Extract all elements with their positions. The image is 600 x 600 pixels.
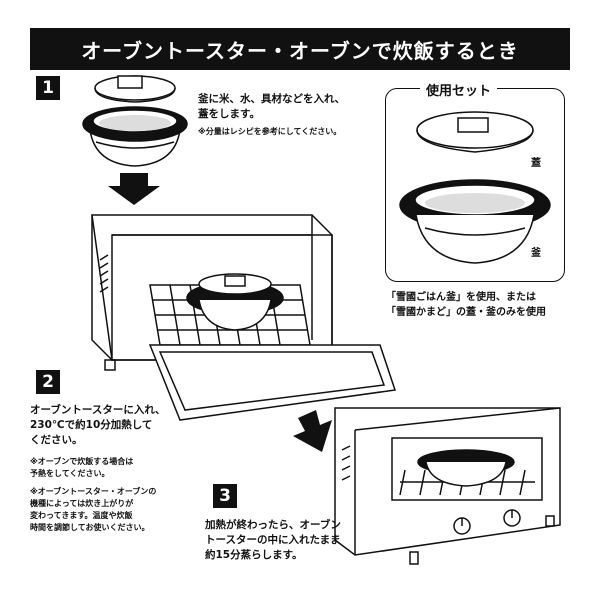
step1-line: 蓋をします。	[198, 108, 260, 120]
step1-pot-icon	[82, 75, 188, 167]
step3-line: トースターの中に入れたまま	[205, 534, 341, 546]
note-line: ※オーブンで炊飯する場合は	[30, 457, 134, 466]
note-line: ※オーブントースター・オーブンの	[30, 487, 157, 496]
step2-number: 2	[36, 370, 60, 394]
step2-line: オーブントースターに入れ、	[30, 404, 166, 416]
step1-note: ※分量はレシピを参考にしてください。	[198, 127, 342, 136]
step2-note2: ※オーブントースター・オーブンの 機種によっては炊き上がりが 変わってきます。温…	[30, 486, 156, 534]
set-pot-icon	[399, 111, 551, 264]
step2-line: 230℃で約10分加熱して	[30, 419, 153, 431]
set-panel-caption: 「雪國ごはん釜」を使用、または 「雪國かまど」の蓋・釜のみを使用	[386, 290, 546, 320]
note-line: 機種によっては炊き上がりが	[30, 499, 134, 508]
step2-line: ください。	[30, 434, 83, 446]
page-title: オーブントースター・オーブンで炊飯するとき	[30, 28, 570, 70]
step3-text: 加熱が終わったら、オーブン トースターの中に入れたまま 約15分蒸らします。	[205, 518, 341, 563]
step3-number: 3	[213, 484, 237, 508]
note-line: 時間を調節してお使いください。	[30, 523, 150, 532]
note-line: 変わってきます。温度や炊飯	[30, 511, 133, 520]
step1-text: 釜に米、水、具材などを入れ、 蓋をします。	[198, 92, 345, 122]
step1-number: 1	[36, 76, 60, 100]
caption-line: 「雪國かまど」の蓋・釜のみを使用	[386, 307, 546, 318]
arrow-down-icon	[108, 173, 160, 205]
caption-line: 「雪國ごはん釜」を使用、または	[386, 292, 536, 303]
pot-label: 釜	[531, 248, 541, 259]
step2-text: オーブントースターに入れ、 230℃で約10分加熱して ください。	[30, 403, 165, 448]
set-panel-title: 使用セット	[420, 80, 498, 99]
step3-line: 約15分蒸らします。	[205, 549, 303, 561]
lid-label: 蓋	[531, 158, 541, 169]
small-toaster-icon	[334, 407, 561, 565]
large-toaster-icon	[91, 214, 396, 421]
step3-line: 加熱が終わったら、オーブン	[205, 519, 341, 531]
step2-note1: ※オーブンで炊飯する場合は 予熱をしてください。	[30, 456, 133, 480]
arrow-diagonal-icon	[293, 410, 332, 452]
step1-line: 釜に米、水、具材などを入れ、	[198, 93, 346, 105]
note-line: 予熱をしてください。	[30, 469, 110, 478]
